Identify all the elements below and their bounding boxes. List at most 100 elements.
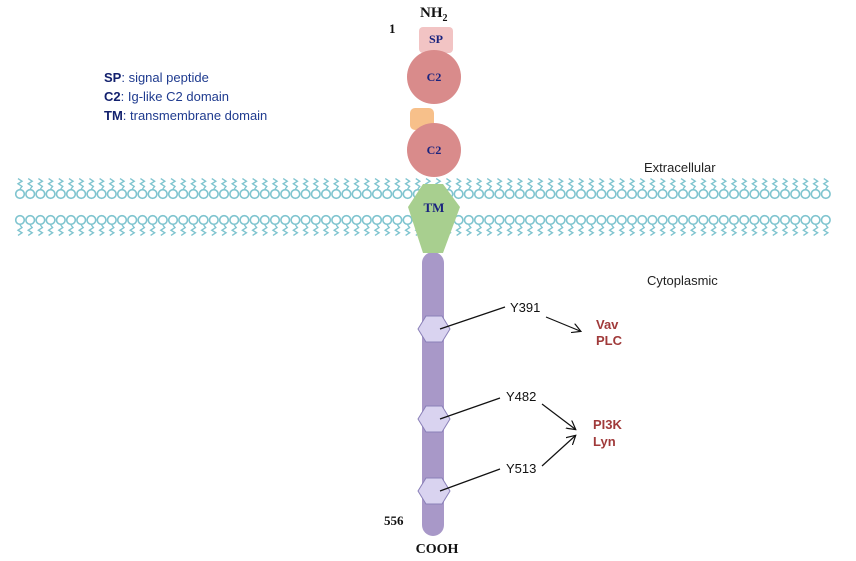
n-terminus-label: NH2 <box>420 5 448 24</box>
lipid-head <box>167 214 179 226</box>
lipid-tail <box>822 224 830 236</box>
signal-peptide-label: SP <box>429 32 443 46</box>
lipid-head <box>259 188 270 200</box>
lipid-head <box>494 214 505 226</box>
lipid-tail <box>16 224 24 236</box>
lipid-tail <box>302 178 309 190</box>
lipid-head <box>657 188 668 200</box>
lipid-tail <box>373 178 381 190</box>
lipid-head <box>728 188 740 200</box>
lipid-tail <box>322 178 330 190</box>
legend-text: : Ig-like C2 domain <box>120 89 230 104</box>
c2-domain-bottom-label: C2 <box>427 143 442 157</box>
lipid-tail <box>740 178 748 190</box>
lipid-tail <box>781 224 789 236</box>
lipid-head <box>86 188 97 200</box>
lipid-tail <box>496 224 503 236</box>
lipid-head <box>351 214 362 226</box>
site-y513-label: Y513 <box>506 461 536 476</box>
lipid-tail <box>547 224 554 236</box>
lipid-tail <box>353 224 360 236</box>
lipid-head <box>249 214 260 226</box>
lipid-head <box>504 214 515 226</box>
lipid-head <box>229 214 240 226</box>
lipid-head <box>208 214 219 226</box>
lipid-head <box>55 188 66 200</box>
lipid-head <box>300 214 311 226</box>
lipid-tail <box>679 178 687 190</box>
lipid-head <box>249 188 260 200</box>
lipid-tail <box>332 178 340 190</box>
lipid-head <box>300 188 311 200</box>
lipid-tail <box>802 224 809 236</box>
lipid-tail <box>700 224 707 236</box>
lipid-tail <box>506 224 513 236</box>
lipid-head <box>137 188 148 200</box>
lipid-head <box>96 188 107 200</box>
lipid-head <box>14 188 26 200</box>
lipid-head <box>45 188 56 200</box>
lipid-head <box>494 188 505 200</box>
arrow-to-vav-plc <box>545 316 580 331</box>
lipid-head <box>188 214 199 226</box>
lipid-head <box>759 214 770 226</box>
lipid-tail <box>689 178 697 190</box>
site-y482: Y482 <box>417 389 536 433</box>
arrow-y482-to-pi3k-lyn <box>541 403 575 429</box>
lipid-head <box>269 188 281 200</box>
lipid-tail <box>118 178 126 190</box>
lipid-head <box>535 188 546 200</box>
lipid-tail <box>771 224 779 236</box>
lipid-head <box>606 214 617 226</box>
lipid-tail <box>26 224 34 236</box>
lipid-tail <box>598 224 605 236</box>
lipid-tail <box>567 178 575 190</box>
lipid-head <box>229 188 240 200</box>
lipid-head <box>147 188 158 200</box>
lipid-head <box>218 188 230 200</box>
lipid-head <box>800 214 811 226</box>
lipid-tail <box>465 224 473 236</box>
lipid-tail <box>638 178 646 190</box>
lipid-tail <box>261 224 269 236</box>
lipid-tail <box>353 178 360 190</box>
abbreviation-legend: SP: signal peptide C2: Ig-like C2 domain… <box>104 68 267 125</box>
lipid-tail <box>394 224 401 236</box>
lipid-head <box>106 214 117 226</box>
lipid-head <box>157 188 168 200</box>
lipid-tail <box>292 224 299 236</box>
lipid-tail <box>710 178 717 190</box>
lipid-tail <box>47 178 54 190</box>
lipid-tail <box>128 178 136 190</box>
legend-row-sp: SP: signal peptide <box>104 68 267 87</box>
lipid-head <box>290 188 301 200</box>
lipid-head <box>810 214 821 226</box>
lipid-head <box>698 188 709 200</box>
lipid-tail <box>241 224 248 236</box>
lipid-tail <box>812 178 819 190</box>
lipid-head <box>239 188 250 200</box>
lipid-head <box>545 188 556 200</box>
lipid-tail <box>169 178 177 190</box>
lipid-tail <box>475 224 483 236</box>
lipid-tail <box>516 178 524 190</box>
site-y513-connector <box>439 468 501 492</box>
lipid-head <box>14 214 26 226</box>
signal-peptide <box>419 27 453 53</box>
lipid-tail <box>292 178 299 190</box>
lipid-head <box>779 188 791 200</box>
lipid-head <box>728 214 740 226</box>
lipid-tail <box>751 224 758 236</box>
lipid-tail <box>220 224 228 236</box>
lipid-head <box>667 214 678 226</box>
lipid-tail <box>98 178 105 190</box>
lipid-tail <box>190 224 197 236</box>
lipid-head <box>157 214 168 226</box>
lipid-head <box>76 188 87 200</box>
lipid-tail <box>730 224 738 236</box>
lipid-tail <box>496 178 503 190</box>
lipid-tail <box>88 224 95 236</box>
lipid-head <box>25 214 36 226</box>
hexagon-icon <box>417 477 451 505</box>
